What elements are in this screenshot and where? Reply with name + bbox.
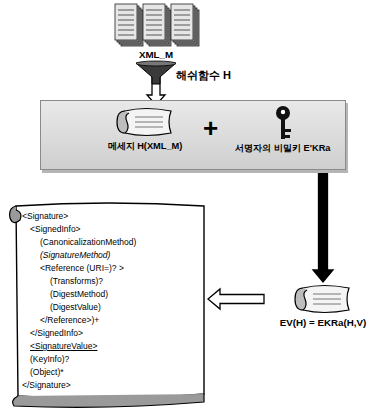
xml-code-line: (Object)* — [8, 366, 208, 379]
signature-value-box: EV(H) = EKRa(H,V) — [264, 282, 382, 330]
xml-code-line: </Reference>)+ — [8, 314, 208, 327]
xml-code-line: (Transforms)? — [8, 275, 208, 288]
xml-code-line: <Signature> — [8, 210, 208, 223]
scroll-icon — [115, 105, 175, 139]
xml-code-line: </SignedInfo> — [8, 327, 208, 340]
document-stack-icon — [111, 0, 201, 48]
scroll-icon — [293, 282, 353, 316]
plus-sign: + — [203, 113, 218, 144]
xml-code-line: (DigestMethod) — [8, 288, 208, 301]
xml-code-line: (DigestValue) — [8, 301, 208, 314]
sign-arrow — [313, 170, 333, 282]
xml-code-line: (SignatureMethod) — [8, 249, 208, 262]
insert-arrow — [208, 289, 264, 309]
node-label: EV(H) = EKRa(H,V) — [264, 316, 382, 330]
node-label: 메세지 H(XML_M) — [89, 139, 201, 153]
xml-code-line: <SignatureValue> — [8, 340, 208, 353]
xml-document-stack: XML_M — [108, 0, 204, 62]
hash-funnel — [136, 61, 176, 84]
node-label: XML_M — [108, 48, 204, 62]
xml-code-line: </Signature> — [8, 379, 208, 392]
node-label: 서명자의 비밀키 E'KRa — [223, 141, 343, 155]
hash-function-label: 해쉬함수 H — [176, 68, 231, 83]
signing-input-panel: +메세지 H(XML_M) 서명자의 비밀키 E'KRa — [40, 100, 346, 170]
xml-signature-document: <Signature><SignedInfo>(Canonicalization… — [8, 198, 208, 408]
xml-code-line: <SignedInfo> — [8, 223, 208, 236]
private-key: 서명자의 비밀키 E'KRa — [223, 105, 343, 155]
key-icon — [268, 105, 298, 141]
xml-code-line: (CanonicalizationMethod) — [8, 236, 208, 249]
message-digest: 메세지 H(XML_M) — [89, 105, 201, 153]
xml-code-line: <Reference (URI=)? > — [8, 262, 208, 275]
xml-code-line: (KeyInfo)? — [8, 353, 208, 366]
